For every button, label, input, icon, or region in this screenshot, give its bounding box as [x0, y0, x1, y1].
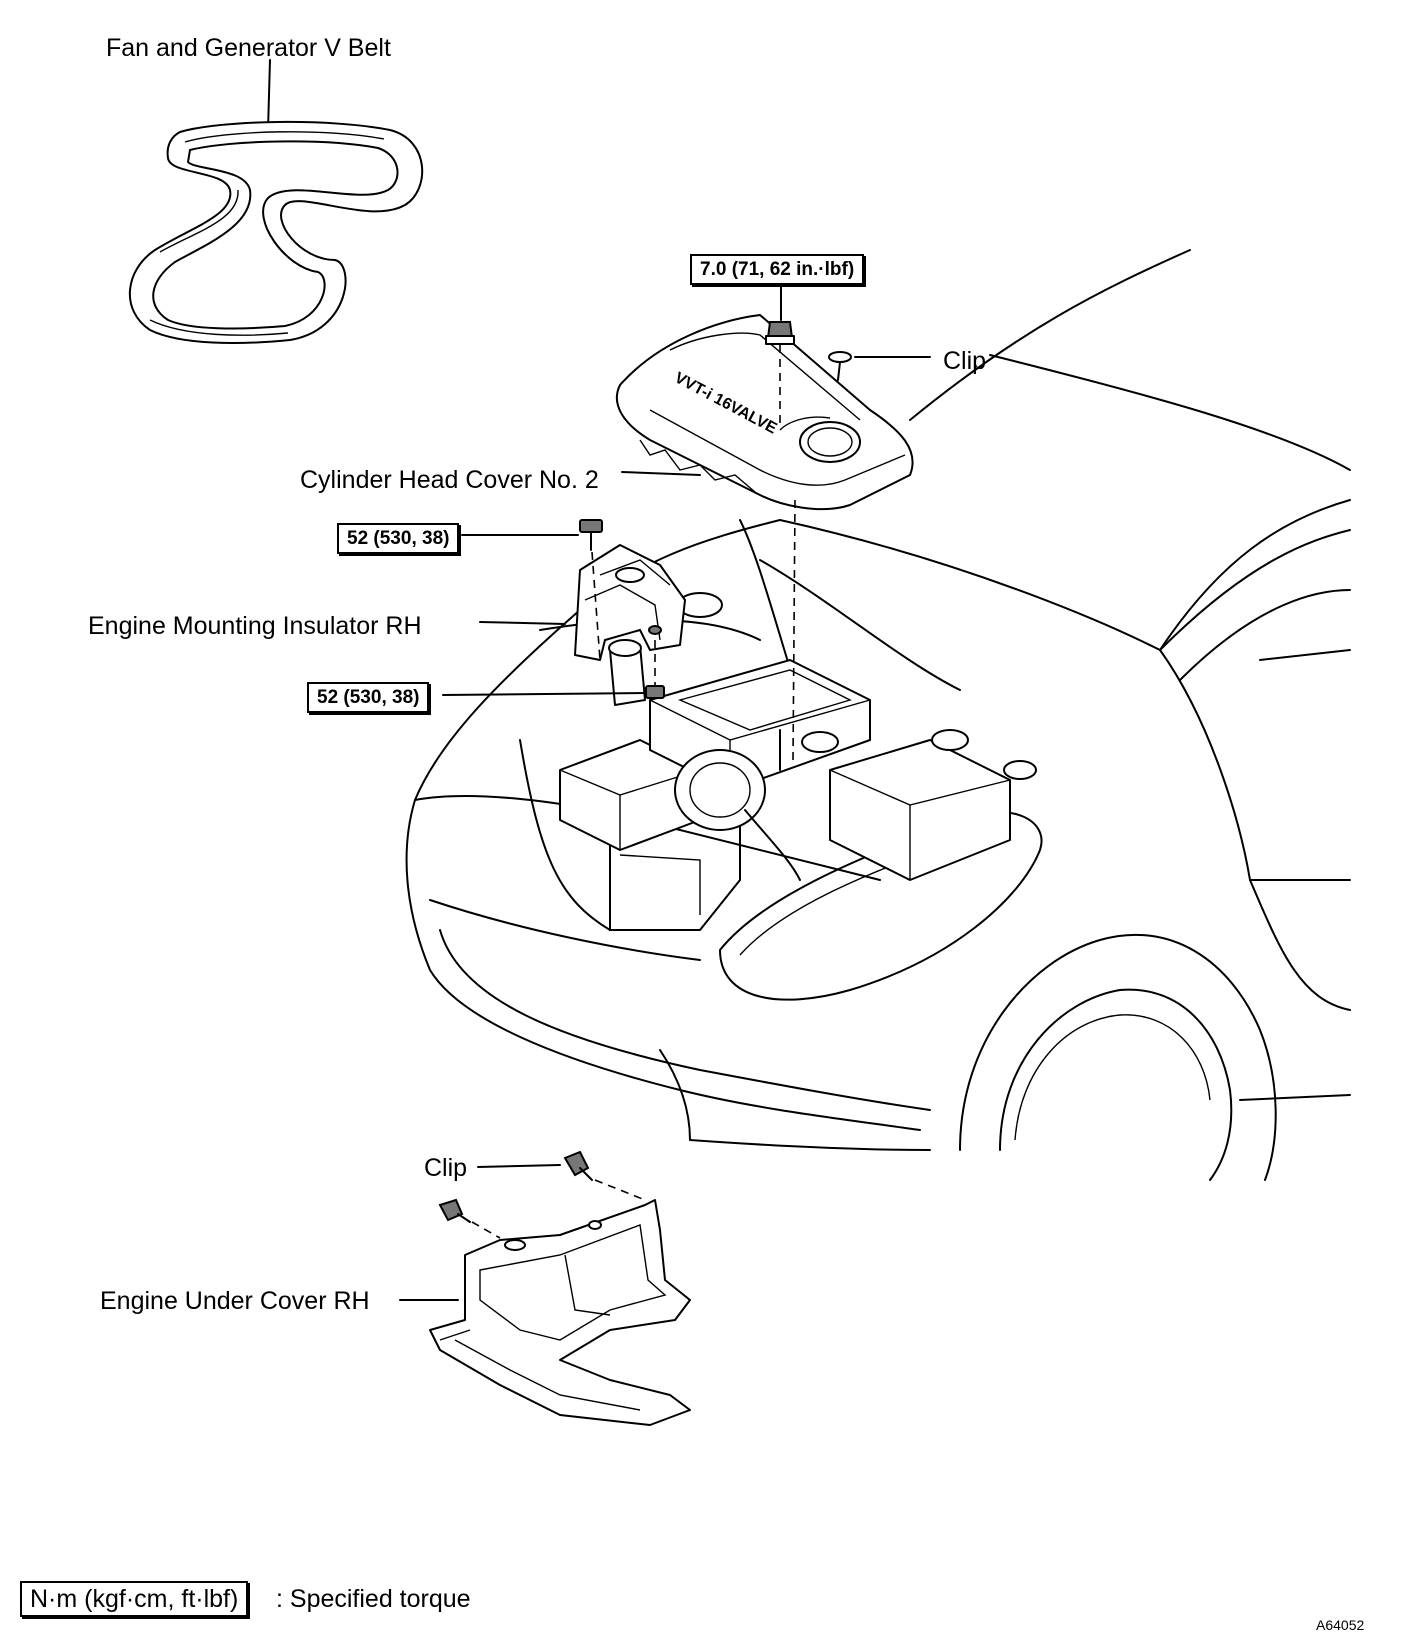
- engine-under-cover-drawing: [429, 1199, 691, 1426]
- fan-belt-label: Fan and Generator V Belt: [106, 34, 391, 62]
- torque-box-mount-upper: 52 (530, 38): [337, 523, 460, 554]
- v-belt-drawing: [128, 59, 424, 344]
- vehicle-body-drawing: [405, 249, 1351, 1181]
- torque-legend-text: : Specified torque: [276, 1585, 471, 1613]
- cover-clip-icon: [828, 351, 852, 381]
- dashed-line-under-clip: [594, 1179, 646, 1201]
- dashed-line-mount-upper: [591, 551, 601, 661]
- clip-label-top: Clip: [943, 347, 987, 375]
- engine-mount-label: Engine Mounting Insulator RH: [88, 612, 422, 640]
- dashed-line-under-bolt: [471, 1221, 501, 1239]
- mount-lower-leader: [442, 692, 647, 696]
- figure-code: A64052: [1316, 1617, 1365, 1633]
- cover-nut-icon: [765, 321, 795, 345]
- mount-lower-bolt-icon: [645, 685, 665, 699]
- torque-units-legend-box: N·m (kgf·cm, ft·lbf): [20, 1581, 249, 1618]
- cylinder-head-cover-drawing: VVT-i 16VALVE: [615, 314, 914, 511]
- cover-leader: [621, 471, 701, 476]
- torque-box-cover-nut: 7.0 (71, 62 in.·lbf): [690, 254, 865, 285]
- under-cover-label: Engine Under Cover RH: [100, 1287, 370, 1315]
- under-cover-clip-icon: [563, 1150, 593, 1181]
- cylinder-cover-label: Cylinder Head Cover No. 2: [300, 466, 599, 494]
- under-cover-bolt-icon: [438, 1198, 471, 1223]
- engine-mount-drawing: [574, 544, 686, 661]
- mount-upper-bolt-icon: [579, 519, 603, 551]
- torque-box-mount-lower: 52 (530, 38): [307, 682, 430, 713]
- dashed-line-cover-stud: [792, 499, 796, 761]
- clip-label-bottom: Clip: [424, 1154, 468, 1182]
- clip-leader-bottom: [477, 1164, 561, 1168]
- mount-leader: [479, 621, 566, 625]
